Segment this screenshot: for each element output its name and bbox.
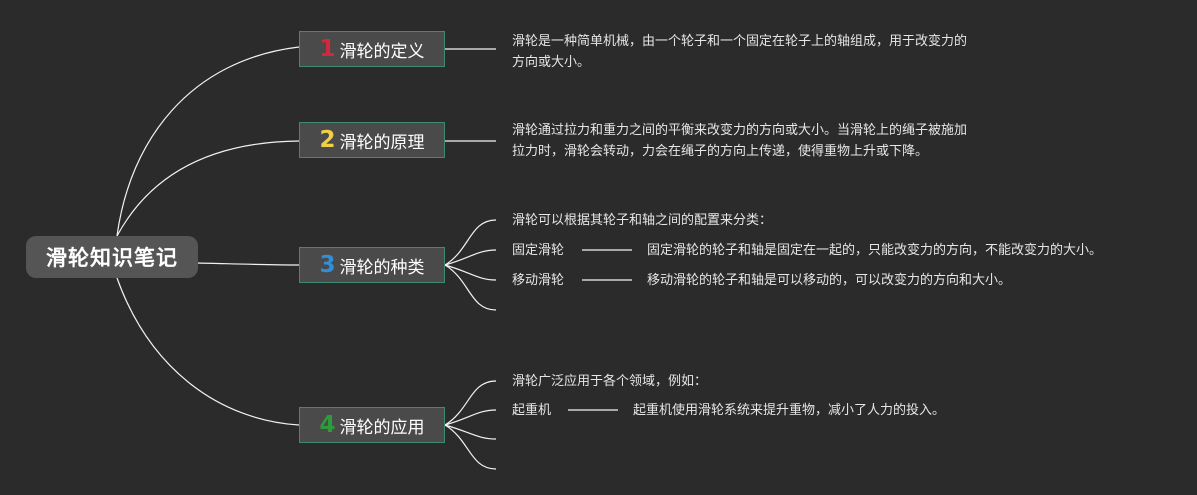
branch-line-4: [116, 277, 300, 426]
topic-principle[interactable]: 2 滑轮的原理: [299, 122, 445, 158]
root-title: 滑轮知识笔记: [46, 246, 178, 270]
fan-line-3b: [444, 249, 497, 266]
topic-label-definition: 滑轮的定义: [339, 41, 425, 62]
fan-line-3c: [444, 264, 497, 281]
root-node[interactable]: 滑轮知识笔记: [26, 236, 198, 278]
desc-line: 滑轮是一种简单机械，由一个轮子和一个固定在轮子上的轴组成，用于改变力的: [512, 34, 968, 49]
fan-line-4b: [444, 409, 497, 426]
topic-definition[interactable]: 1 滑轮的定义: [299, 31, 445, 67]
desc-line: 方向或大小。: [512, 55, 591, 70]
topic-number-1: 1: [319, 35, 336, 62]
type-detail-movable: 移动滑轮的轮子和轴是可以移动的，可以改变力的方向和大小。: [647, 273, 1012, 288]
fan-line-3d: [444, 264, 497, 311]
topic-types[interactable]: 3 滑轮的种类: [299, 247, 445, 283]
topic-label-applications: 滑轮的应用: [339, 417, 425, 438]
types-intro: 滑轮可以根据其轮子和轴之间的配置来分类：: [512, 213, 773, 228]
type-detail-fixed: 固定滑轮的轮子和轴是固定在一起的，只能改变力的方向，不能改变力的大小。: [647, 243, 1103, 258]
desc-line: 滑轮通过拉力和重力之间的平衡来改变力的方向或大小。当滑轮上的绳子被施加: [512, 123, 968, 138]
application-detail-crane: 起重机使用滑轮系统来提升重物，减小了人力的投入。: [633, 403, 946, 418]
topic-label-principle: 滑轮的原理: [339, 132, 425, 153]
topic-number-2: 2: [319, 126, 336, 153]
branch-line-1: [116, 46, 300, 237]
application-name-crane: 起重机: [512, 403, 552, 418]
topic-applications[interactable]: 4 滑轮的应用: [299, 407, 445, 443]
type-name-movable: 移动滑轮: [512, 273, 565, 288]
desc-definition: 滑轮是一种简单机械，由一个轮子和一个固定在轮子上的轴组成，用于改变力的 方向或大…: [512, 31, 967, 73]
applications-intro: 滑轮广泛应用于各个领域，例如：: [512, 374, 708, 389]
topic-number-3: 3: [319, 251, 336, 278]
fan-line-4d: [444, 424, 497, 470]
type-name-fixed: 固定滑轮: [512, 243, 565, 258]
fan-line-4c: [444, 424, 497, 440]
branch-line-3: [197, 262, 300, 266]
topic-label-types: 滑轮的种类: [339, 257, 425, 278]
branch-line-2: [116, 140, 300, 237]
desc-principle: 滑轮通过拉力和重力之间的平衡来改变力的方向或大小。当滑轮上的绳子被施加 拉力时，…: [512, 120, 967, 162]
fan-line-4a: [444, 380, 497, 426]
fan-line-3a: [444, 219, 497, 266]
desc-line: 拉力时，滑轮会转动，力会在绳子的方向上传递，使得重物上升或下降。: [512, 144, 929, 159]
topic-number-4: 4: [319, 411, 336, 438]
